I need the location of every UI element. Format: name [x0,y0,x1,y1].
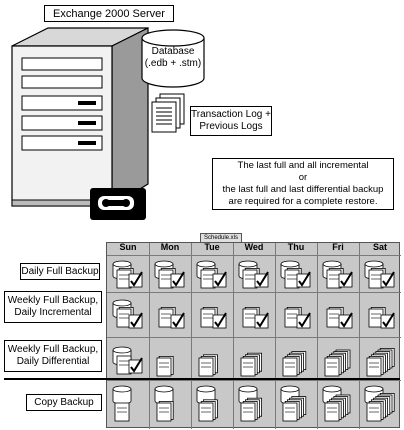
day-header-fri: Fri [332,242,344,252]
server-title-box: Exchange 2000 Server [44,5,174,22]
database-icon [141,29,205,88]
backup-cell-copy-fri [322,385,351,422]
backup-cell-full-check-fri [322,260,353,289]
day-header-sun: Sun [119,242,137,252]
transaction-log-label-box: Transaction Log + Previous Logs [190,106,272,136]
backup-cell-incremental-check-thu [284,306,311,329]
row-label-daily-full: Daily Full Backup [20,263,100,280]
backup-cell-copy-tue [196,385,218,422]
row-label-copy-backup: Copy Backup [26,394,102,411]
backup-cell-copy-wed [238,385,263,422]
backup-cell-differential-wed [240,352,263,377]
backup-cell-full-check-mon [154,260,185,289]
backup-cell-differential-fri [324,349,351,377]
grid-column-line [359,243,360,429]
backup-cell-differential-tue [198,354,218,377]
schedule-grid: Sun Mon Tue Wed Thu Fri Sat [106,242,401,429]
backup-cell-copy-sat [364,385,395,422]
backup-cell-copy-thu [280,385,307,422]
grid-row-line [107,292,401,293]
backup-cell-differential-thu [282,351,307,377]
grid-column-line [149,243,150,429]
day-header-wed: Wed [244,242,264,252]
grid-row-line [107,380,401,381]
transaction-log-icon [151,93,185,133]
backup-cell-full-check-thu [280,260,311,289]
backup-cell-full-check-tue [196,260,227,289]
server-title: Exchange 2000 Server [53,7,165,20]
copy-backup-divider [4,378,400,380]
day-header-mon: Mon [160,242,180,252]
grid-row-line [107,337,401,338]
backup-cell-copy-mon [154,385,174,422]
restore-note: The last full and all incremental or the… [212,158,394,210]
backup-cell-differential-sun [112,346,143,375]
backup-cell-incremental-check-fri [326,306,353,329]
row-label-weekly-full-differential: Weekly Full Backup, Daily Differential [4,340,102,372]
day-header-sat: Sat [372,242,387,252]
grid-row-line [107,255,401,256]
backup-cell-copy-sun [112,385,132,422]
row-label-weekly-full-incremental: Weekly Full Backup, Daily Incremental [4,291,102,323]
grid-column-line [275,243,276,429]
backup-cell-incremental-check-tue [200,306,227,329]
server-tower-icon [11,27,149,208]
backup-cell-full-check-sat [364,260,395,289]
grid-column-line [191,243,192,429]
backup-cell-full-check-wed [238,260,269,289]
database-label: Database (.edb + .stm) [144,46,202,69]
grid-column-line [317,243,318,429]
backup-cell-differential-sat [366,347,395,377]
backup-cell-full-check-sun [112,260,143,289]
backup-cell-incremental-check-mon [158,306,185,329]
day-header-thu: Thu [287,242,305,252]
grid-column-line [233,243,234,429]
tape-cartridge-icon [90,188,146,220]
day-header-tue: Tue [204,242,220,252]
backup-cell-incremental-check-sun [112,299,143,329]
backup-cell-differential-mon [156,355,174,377]
backup-cell-incremental-check-wed [242,306,269,329]
backup-cell-incremental-check-sat [368,306,395,329]
